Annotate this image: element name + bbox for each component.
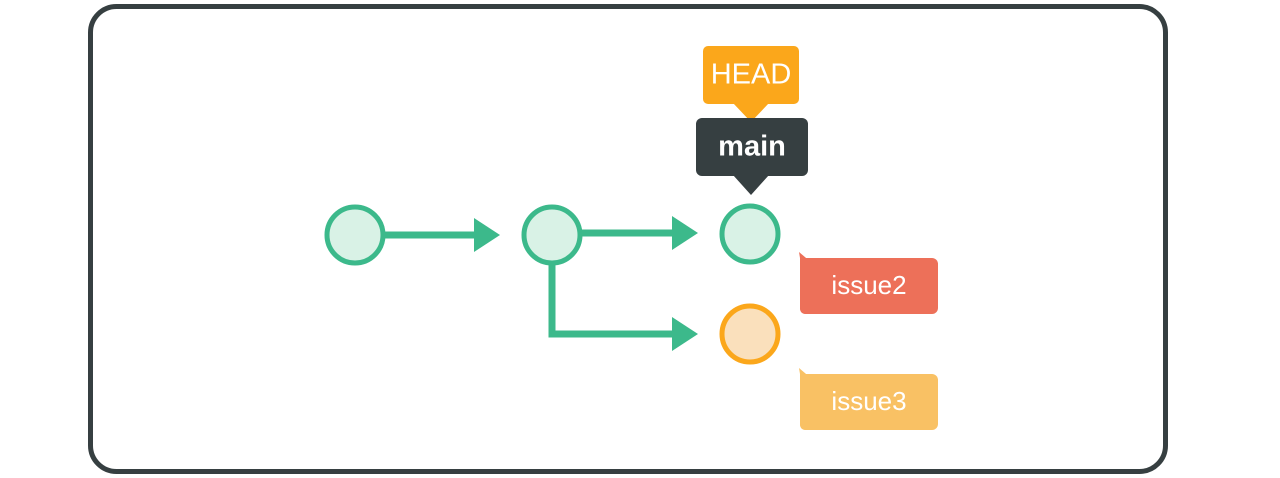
edge-commit-1-to-commit-2 (385, 218, 500, 252)
head-badge[interactable]: HEAD (703, 46, 799, 122)
commit-node-4[interactable] (719, 303, 781, 365)
diagram-card-frame (88, 4, 1168, 474)
edge-commit-2-to-commit-4 (548, 262, 698, 351)
main-branch-badge[interactable]: main (696, 118, 808, 195)
head-badge-body (703, 46, 799, 104)
main-branch-badge-tail (733, 175, 769, 195)
arrowhead-icon (672, 216, 698, 250)
head-badge-label: HEAD (711, 59, 792, 91)
edge-group (385, 216, 698, 351)
edge-commit-2-to-commit-3 (582, 216, 698, 250)
edge-elbow-path (548, 262, 675, 338)
arrowhead-icon (474, 218, 500, 252)
arrowhead-icon (672, 317, 698, 351)
commit-node-3[interactable] (719, 203, 781, 265)
tag-issue2-body (800, 258, 938, 314)
tag-issue2[interactable]: issue2 (799, 252, 938, 314)
commit-node-2[interactable] (521, 204, 583, 266)
commit-node-1[interactable] (324, 204, 386, 266)
commit-node-group (324, 203, 781, 365)
tag-issue3-body (800, 374, 938, 430)
tag-issue3-label: issue3 (831, 386, 906, 416)
head-badge-tail (733, 103, 769, 122)
main-branch-badge-label: main (718, 131, 786, 163)
tag-issue3[interactable]: issue3 (799, 368, 938, 430)
tag-issue2-label: issue2 (831, 270, 906, 300)
main-branch-badge-body (696, 118, 808, 176)
